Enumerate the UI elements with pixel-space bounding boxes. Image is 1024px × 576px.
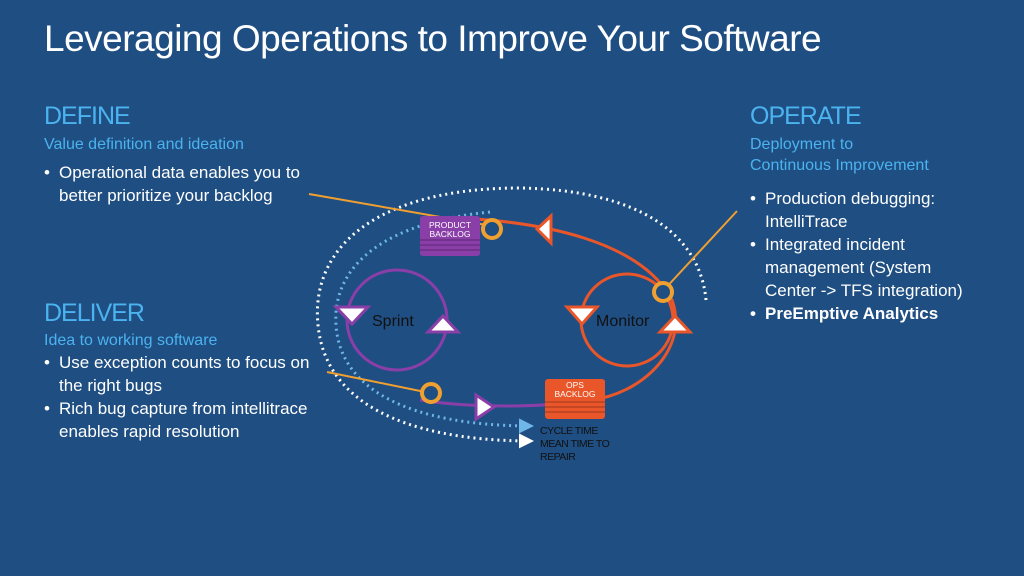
right-triangle-icon xyxy=(474,392,497,422)
define-heading: DEFINE xyxy=(44,102,131,130)
product-backlog-label: BACKLOG xyxy=(429,229,470,239)
deliver-heading: DELIVER xyxy=(44,299,145,327)
cycle-time-dotted-arc xyxy=(334,210,534,434)
sprint-label: Sprint xyxy=(372,313,414,330)
operate-subtitle-line: Continuous Improvement xyxy=(750,157,929,174)
deliver-subtitle: Idea to working software xyxy=(44,332,218,349)
deliver-callout-line xyxy=(326,371,431,394)
operate-bullet: Integrated incident management (System C… xyxy=(750,233,970,302)
define-node-icon xyxy=(481,218,503,240)
sprint-down-triangle-icon xyxy=(332,305,372,327)
define-bullet: Operational data enables you to better p… xyxy=(44,161,306,207)
operate-node-icon xyxy=(652,281,674,303)
deliver-bullet: Use exception counts to focus on the rig… xyxy=(44,351,316,397)
operate-bullet: Production debugging: IntelliTrace xyxy=(750,187,970,233)
deliver-bullets: Use exception counts to focus on the rig… xyxy=(44,351,316,443)
ops-backlog-label: OPS xyxy=(566,380,584,390)
monitor-down-triangle-icon xyxy=(563,305,601,327)
mttr-label: REPAIR xyxy=(540,451,576,463)
product-backlog-label: PRODUCT xyxy=(429,220,471,230)
monitor-label: Monitor xyxy=(596,313,650,330)
operate-subtitle: Deployment to Continuous Improvement xyxy=(750,134,929,176)
ops-backlog-label: BACKLOG xyxy=(554,389,595,399)
deliver-bullet: Rich bug capture from intellitrace enabl… xyxy=(44,397,316,443)
operate-bullets: Production debugging: IntelliTrace Integ… xyxy=(750,187,970,325)
ops-backlog-icon xyxy=(545,379,605,419)
operate-subtitle-line: Deployment to xyxy=(750,136,854,153)
operate-callout-line xyxy=(661,210,738,293)
define-subtitle: Value definition and ideation xyxy=(44,136,244,153)
slide-title: Leveraging Operations to Improve Your So… xyxy=(44,18,822,59)
sprint-up-triangle-icon xyxy=(424,313,462,334)
deliver-node-icon xyxy=(420,382,442,404)
mttr-label: MEAN TIME TO xyxy=(540,438,610,450)
monitor-up-triangle-icon xyxy=(656,313,694,334)
product-backlog-icon xyxy=(420,216,480,256)
mttr-dotted-arc xyxy=(315,186,708,449)
cycle-time-label: CYCLE TIME xyxy=(540,425,598,437)
define-bullets: Operational data enables you to better p… xyxy=(44,161,306,207)
operate-bullet-highlight: PreEmptive Analytics xyxy=(750,302,970,325)
left-triangle-icon xyxy=(534,212,553,247)
operate-heading: OPERATE xyxy=(750,102,862,130)
orange-loop xyxy=(459,216,678,402)
